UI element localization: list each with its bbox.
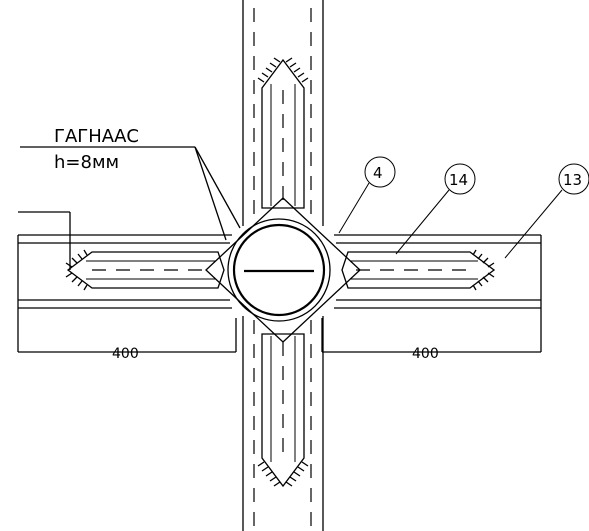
callout-13: 13 (504, 163, 589, 259)
weld-note-title: ГАГНААС (54, 126, 139, 147)
horizontal-plate-right (341, 251, 496, 289)
pipe-outer (227, 218, 331, 322)
dimension-left-label: 400 (112, 346, 139, 362)
svg-text:13: 13 (563, 171, 582, 189)
dimension-right-label: 400 (412, 346, 439, 362)
svg-text:14: 14 (449, 171, 468, 189)
dimension-left (17, 211, 237, 353)
horizontal-plate-left (66, 251, 225, 289)
weld-hatching (65, 57, 495, 487)
horizontal-member (17, 234, 542, 309)
weld-note-height: h=8мм (54, 152, 119, 173)
weld-note-leader (20, 146, 241, 241)
pipe-inner (232, 223, 326, 317)
dimension-right (321, 308, 542, 353)
vertical-plate-bottom (261, 333, 305, 488)
vertical-plate-top (261, 58, 305, 209)
svg-text:4: 4 (373, 164, 383, 182)
callout-14: 14 (395, 163, 476, 255)
diamond-gusset (205, 197, 361, 343)
callout-4: 4 (338, 156, 396, 234)
